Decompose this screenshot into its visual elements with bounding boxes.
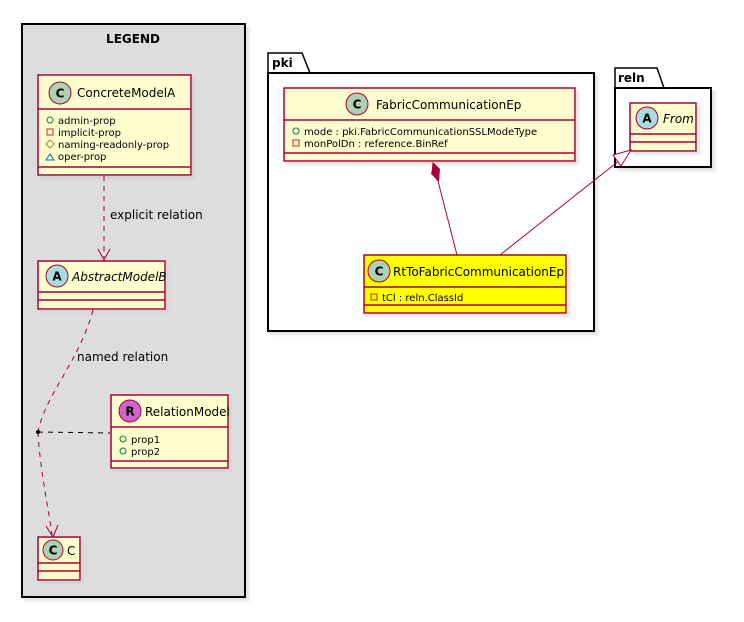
package-name: pki [272, 56, 293, 70]
public-visibility-icon [292, 127, 300, 135]
attr-mon-pol-dn: monPolDn : reference.BinRef [304, 139, 448, 150]
abstract-a-icon: A [45, 264, 69, 288]
inheritance-edge [499, 149, 633, 256]
class-c-icon: C [48, 81, 72, 105]
class-c[interactable]: C C [37, 536, 81, 581]
class-name: From [663, 112, 694, 126]
class-fabric-communication-ep[interactable]: C FabricCommunicationEp mode : pki.Fabri… [283, 87, 576, 162]
attr-tcl: tCl : reln.ClassId [382, 293, 463, 304]
inheritance-arrow-icon [612, 149, 633, 167]
protected-visibility-icon [45, 139, 55, 149]
class-abstract-model-b[interactable]: A AbstractModelB [37, 260, 167, 310]
package-visibility-icon [45, 153, 55, 161]
class-name: RtToFabricCommunicationEp [393, 265, 564, 279]
private-visibility-icon [46, 128, 54, 136]
svg-text:C: C [56, 87, 65, 101]
abstract-a-icon: A [635, 106, 659, 130]
public-visibility-icon [119, 447, 127, 455]
class-relation-model[interactable]: R RelationModel prop1 prop2 [110, 394, 230, 469]
class-name: RelationModel [145, 405, 230, 419]
class-name: AbstractModelB [71, 270, 167, 284]
class-name: FabricCommunicationEp [376, 98, 521, 112]
class-rt-to-fabric-communication-ep[interactable]: C RtToFabricCommunicationEp tCl : reln.C… [363, 254, 567, 314]
attr-prop1: prop1 [131, 435, 160, 446]
attr-mode: mode : pki.FabricCommunicationSSLModeTyp… [304, 127, 537, 138]
attr-implicit-prop: implicit-prop [58, 128, 121, 139]
svg-text:C: C [353, 98, 362, 112]
class-concrete-model-a[interactable]: C ConcreteModelA admin-prop implicit-pro… [37, 74, 192, 176]
svg-text:R: R [125, 405, 134, 419]
class-name: C [67, 544, 75, 558]
attr-oper-prop: oper-prop [58, 152, 106, 163]
explicit-relation-edge: explicit relation [97, 176, 203, 262]
attr-admin-prop: admin-prop [58, 116, 116, 127]
class-c-icon: C [42, 539, 64, 561]
package-name: reln [618, 71, 645, 85]
class-c-icon: C [345, 92, 369, 116]
explicit-relation-label: explicit relation [110, 208, 203, 222]
composition-edge [431, 161, 458, 256]
svg-text:C: C [375, 265, 384, 279]
named-relation-label: named relation [77, 350, 168, 364]
class-name: ConcreteModelA [77, 86, 176, 100]
public-visibility-icon [119, 435, 127, 443]
private-visibility-icon [292, 139, 300, 147]
legend-title: LEGEND [106, 32, 160, 46]
package-reln[interactable]: reln [614, 67, 712, 168]
svg-text:C: C [49, 544, 58, 558]
attr-prop2: prop2 [131, 447, 160, 458]
relation-r-icon: R [118, 399, 142, 423]
named-relation-edge: named relation [36, 309, 168, 539]
class-from[interactable]: A From [629, 102, 697, 152]
attr-naming-readonly-prop: naming-readonly-prop [58, 140, 169, 151]
public-visibility-icon [46, 116, 54, 124]
svg-text:A: A [642, 112, 652, 126]
private-visibility-icon [370, 293, 378, 301]
class-c-icon: C [367, 259, 391, 283]
svg-text:A: A [52, 270, 62, 284]
dependency-arrow-icon [97, 248, 111, 262]
